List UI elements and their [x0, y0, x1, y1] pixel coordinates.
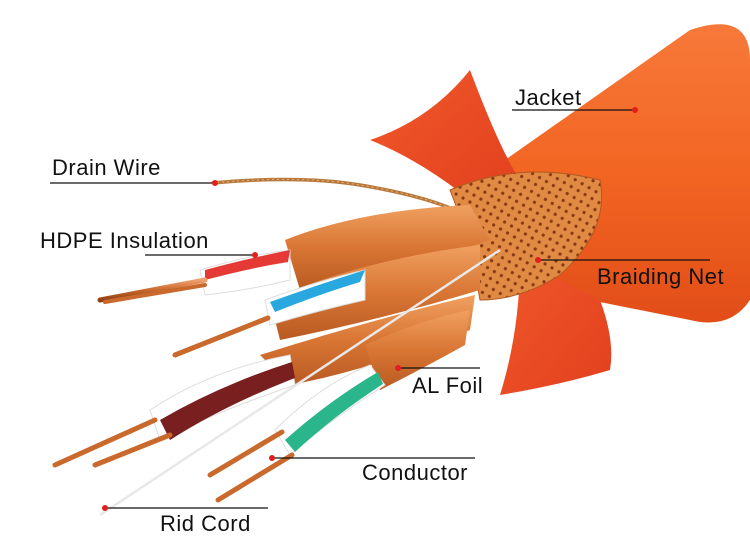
- leader-hdpe-insulation: [145, 252, 258, 258]
- label-jacket: Jacket: [515, 85, 582, 110]
- drain-wire-shape: [211, 177, 456, 212]
- conductor-wire-1: [97, 277, 208, 303]
- jacket-flap-top: [370, 70, 520, 200]
- label-drain-wire: Drain Wire: [52, 155, 161, 180]
- leader-jacket: [512, 107, 638, 113]
- jacket-flap-bottom: [500, 260, 612, 395]
- conductor-wire-3: [52, 417, 158, 468]
- label-hdpe-insulation: HDPE Insulation: [40, 228, 209, 253]
- leader-conductor: [269, 455, 475, 461]
- leader-braiding-net: [535, 257, 710, 263]
- label-al-foil: AL Foil: [412, 373, 484, 398]
- label-conductor: Conductor: [362, 460, 469, 485]
- leader-rid-cord: [102, 505, 268, 511]
- conductor-wire-4: [207, 429, 285, 478]
- label-braiding-net: Braiding Net: [597, 264, 725, 289]
- leader-al-foil: [395, 365, 480, 371]
- rip-cord-shape: [99, 248, 501, 517]
- al-foil-pair-4: [365, 310, 470, 390]
- al-foil-pair-2: [270, 245, 480, 340]
- al-foil-pair-1: [285, 205, 490, 290]
- leader-drain-wire: [50, 180, 218, 186]
- label-rid-cord: Rid Cord: [160, 511, 251, 536]
- conductor-wire-2: [172, 315, 271, 358]
- al-foil-pair-3: [260, 295, 475, 385]
